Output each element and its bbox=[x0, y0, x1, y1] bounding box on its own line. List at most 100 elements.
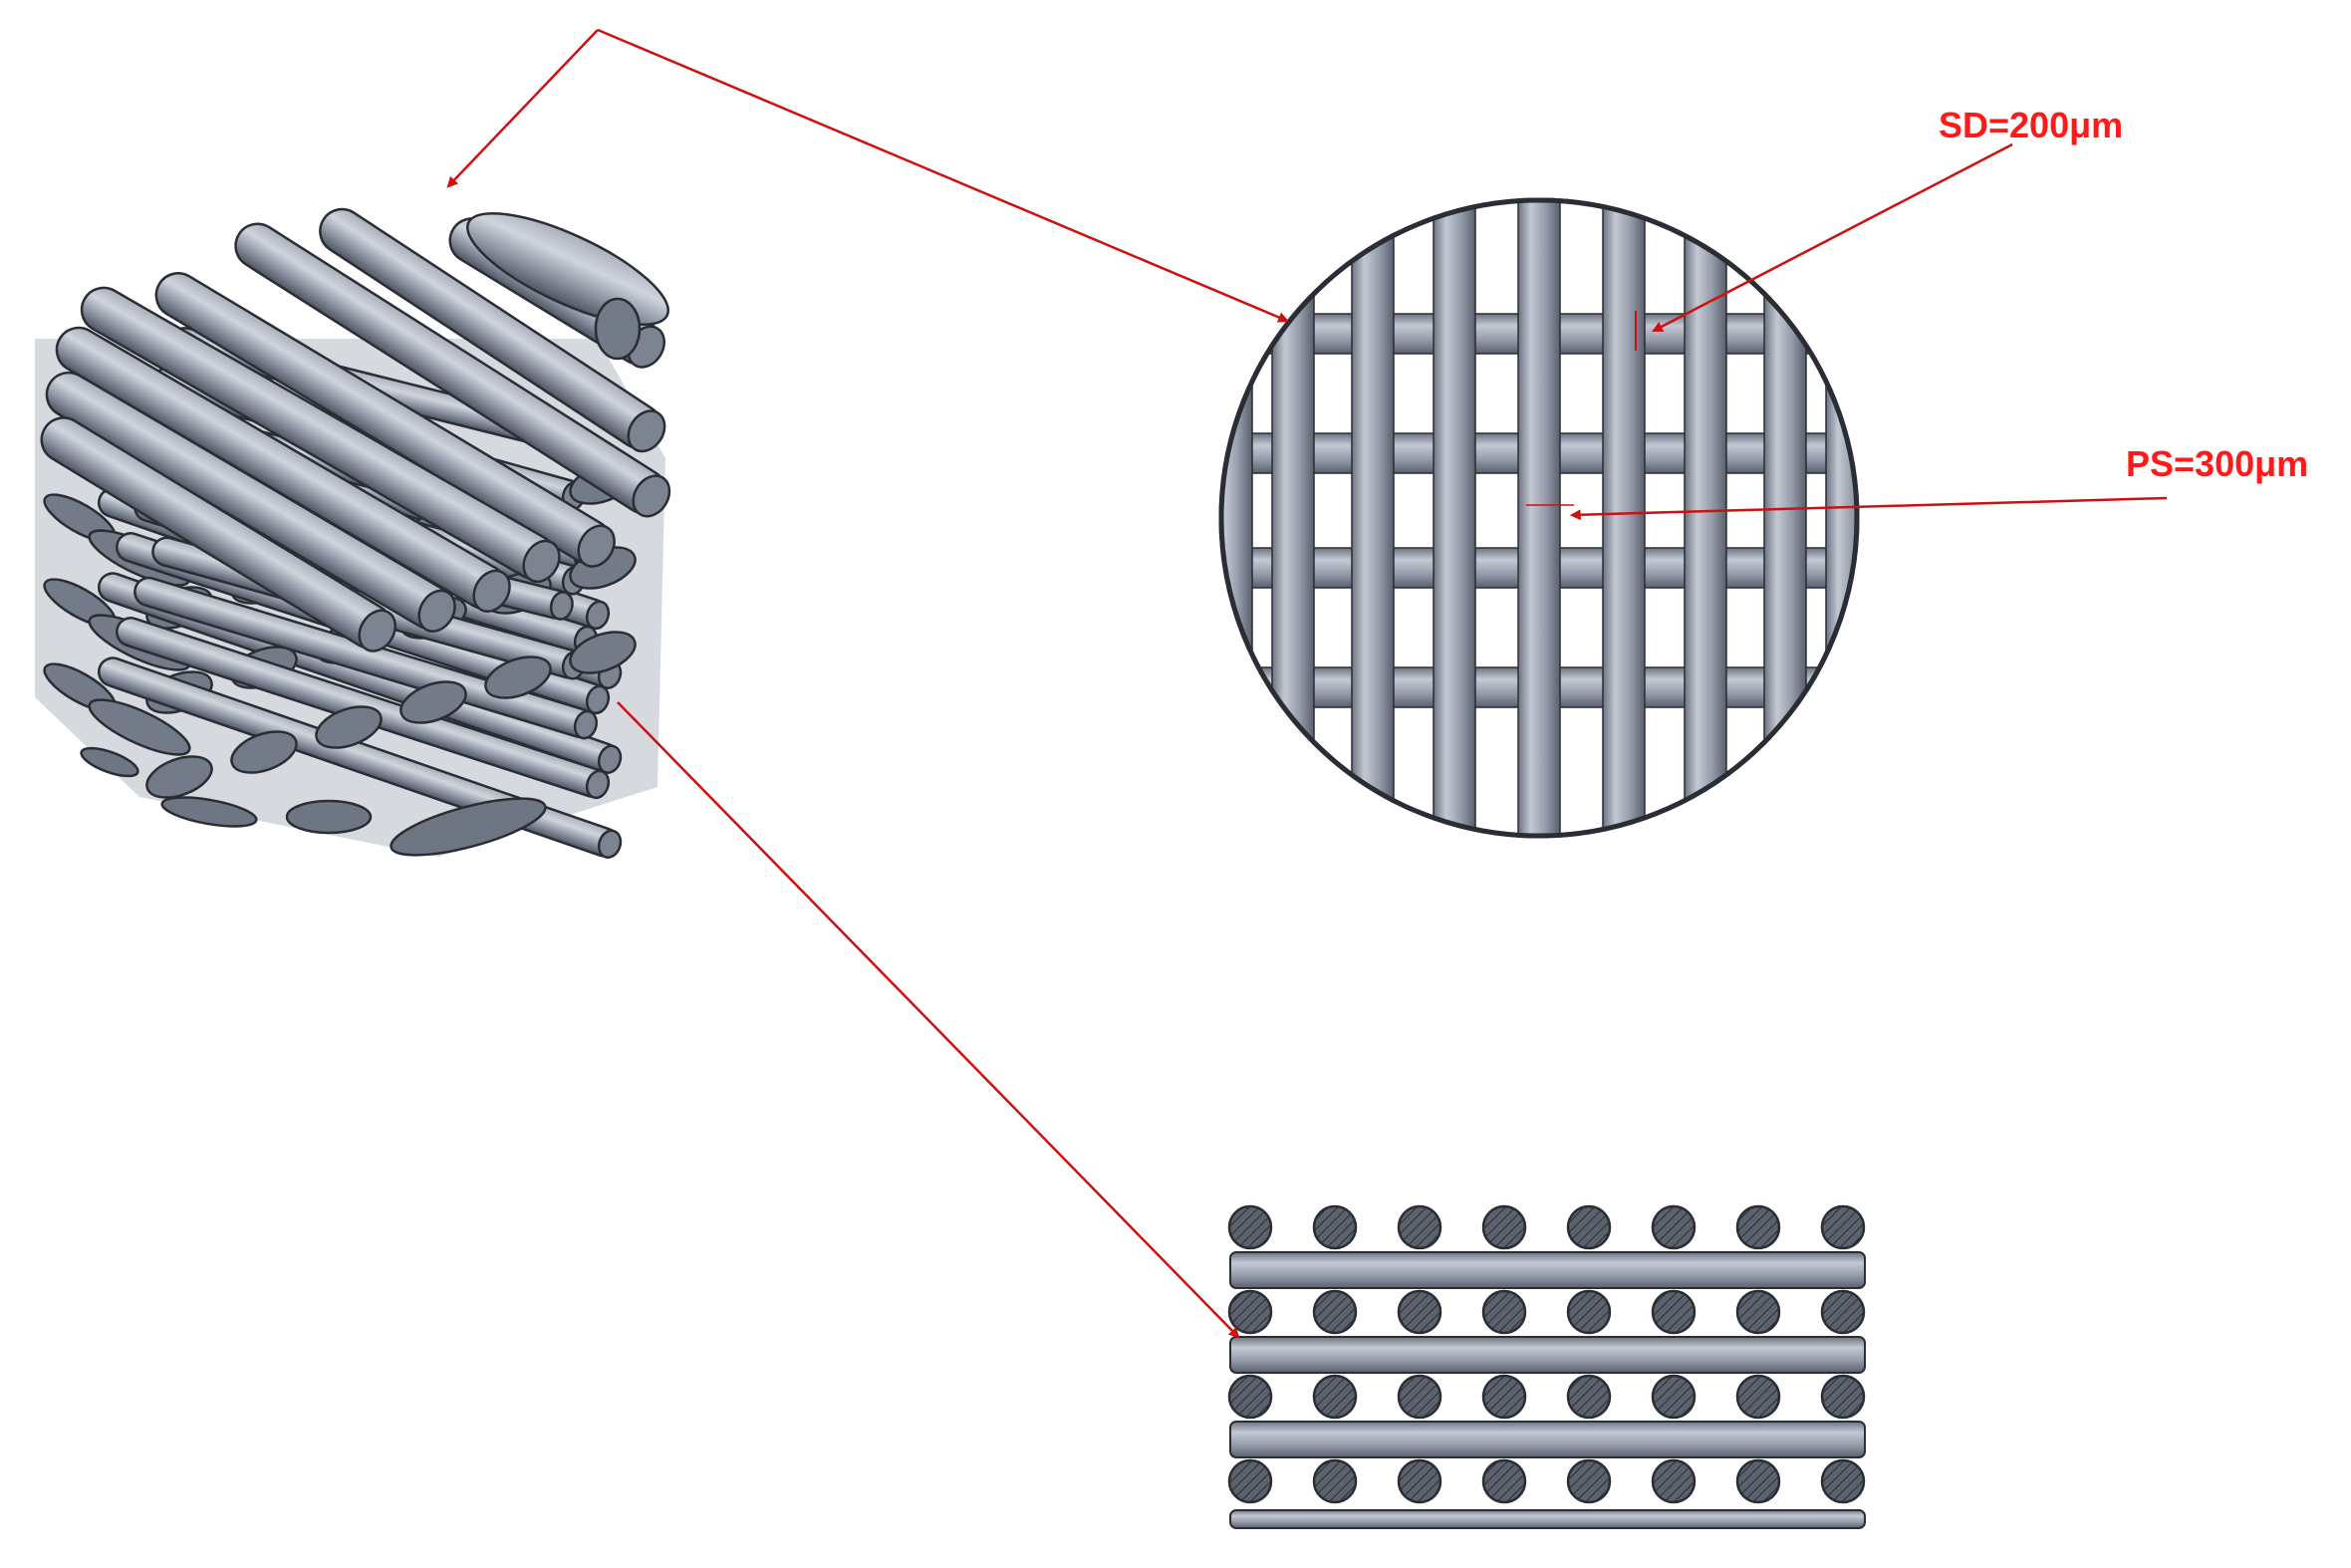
rod-body bbox=[234, 222, 671, 518]
side-view-strut-cross-section bbox=[1566, 1458, 1612, 1504]
side-view-strut-cross-section bbox=[1651, 1374, 1697, 1420]
side-view-strut-cross-section bbox=[1481, 1374, 1527, 1420]
side-view-strut-cross-section bbox=[1397, 1374, 1442, 1420]
side-view-strut-cross-section bbox=[1227, 1458, 1273, 1504]
rod-body bbox=[154, 272, 616, 568]
cross-section-disc bbox=[1735, 1374, 1781, 1420]
iso-layer-3-cap-5 bbox=[484, 655, 552, 699]
side-view-strut-cross-section bbox=[1566, 1204, 1612, 1250]
side-view-strut-cross-section bbox=[1651, 1289, 1697, 1335]
rod-body bbox=[40, 416, 396, 653]
top-view-vertical-strut-3 bbox=[1433, 200, 1476, 836]
rod-end-cap bbox=[627, 409, 666, 453]
sd-arrow bbox=[1652, 142, 2013, 333]
iso-top-rod-6 bbox=[45, 371, 456, 633]
side-view-strut-cross-section bbox=[1312, 1458, 1358, 1504]
side-view-strut-cross-section bbox=[1227, 1374, 1273, 1420]
rod-end-cap bbox=[358, 609, 396, 653]
scaffold-isometric-view bbox=[35, 207, 671, 859]
iso-top-rod-7 bbox=[40, 416, 396, 653]
cross-section-disc bbox=[1481, 1374, 1527, 1420]
side-view-horizontal-strut-3 bbox=[1229, 1421, 1866, 1458]
side-view-strut-cross-section bbox=[1566, 1289, 1612, 1335]
side-view-strut-cross-section bbox=[1735, 1374, 1781, 1420]
side-view-strut-cross-section bbox=[1481, 1204, 1527, 1250]
side-view-strut-cross-section bbox=[1735, 1204, 1781, 1250]
cross-section-disc bbox=[1312, 1289, 1358, 1335]
side-view-strut-cross-section bbox=[1820, 1289, 1866, 1335]
top-view-vertical-strut-6 bbox=[1684, 200, 1727, 836]
cross-section-disc bbox=[1735, 1204, 1781, 1250]
top-view-edge-strut-2 bbox=[1825, 200, 1857, 836]
cross-section-disc bbox=[1481, 1204, 1527, 1250]
cross-section-disc bbox=[1397, 1289, 1442, 1335]
side-view-strut-cross-section bbox=[1312, 1289, 1358, 1335]
rod-end-cap bbox=[577, 524, 616, 568]
arrow-to-isometric-view bbox=[446, 29, 599, 188]
iso-layer-3-cap-6 bbox=[569, 631, 637, 674]
side-view-strut-cross-section bbox=[1312, 1204, 1358, 1250]
side-view-strut-cross-section bbox=[1397, 1289, 1442, 1335]
cross-section-disc bbox=[1566, 1458, 1612, 1504]
side-view-strut-cross-section bbox=[1735, 1289, 1781, 1335]
iso-layer-3-cap-1 bbox=[145, 755, 213, 799]
cross-section-disc bbox=[1397, 1458, 1442, 1504]
arrow-to-top-view bbox=[597, 28, 1290, 323]
side-view-strut-cross-section bbox=[1735, 1458, 1781, 1504]
rod-end-cap bbox=[417, 589, 456, 633]
cross-section-disc bbox=[1312, 1204, 1358, 1250]
rod-end-cap bbox=[632, 474, 671, 518]
rod-body bbox=[80, 286, 561, 584]
top-view-disc-outline bbox=[1218, 197, 1860, 839]
iso-right-edge-cap bbox=[594, 297, 642, 361]
iso-layer-3-cap-4 bbox=[399, 680, 467, 724]
cross-section-disc bbox=[1820, 1204, 1866, 1250]
rod-body bbox=[319, 207, 666, 453]
top-view-vertical-strut-5 bbox=[1602, 200, 1646, 836]
top-view-vertical-strut-4 bbox=[1517, 200, 1561, 836]
cross-section-disc bbox=[1735, 1289, 1781, 1335]
cross-section-disc bbox=[1651, 1204, 1697, 1250]
cross-section-disc bbox=[1227, 1374, 1273, 1420]
cross-section-disc bbox=[1481, 1289, 1527, 1335]
iso-bottom-piece-1 bbox=[390, 797, 547, 857]
side-view-horizontal-strut-2 bbox=[1229, 1336, 1866, 1374]
rod-end-cap bbox=[573, 709, 599, 740]
cross-section-disc bbox=[1227, 1289, 1273, 1335]
ps-arrow bbox=[1569, 496, 2168, 521]
cross-section-disc bbox=[1651, 1289, 1697, 1335]
arrow-to-side-view bbox=[617, 701, 1240, 1339]
cross-section-disc bbox=[1566, 1204, 1612, 1250]
iso-top-rod-3 bbox=[154, 272, 616, 568]
side-view-strut-cross-section bbox=[1820, 1374, 1866, 1420]
arrows-layer bbox=[446, 28, 2168, 1339]
top-view-vertical-strut-7 bbox=[1763, 200, 1807, 836]
iso-top-rod-1 bbox=[234, 222, 671, 518]
iso-top-rod-2 bbox=[319, 207, 666, 453]
iso-layer-3-left-cap-2 bbox=[88, 698, 191, 756]
side-view-strut-cross-section bbox=[1820, 1458, 1866, 1504]
cross-section-disc bbox=[1566, 1289, 1612, 1335]
side-view-strut-cross-section bbox=[1651, 1204, 1697, 1250]
strut-diameter-label: SD=200μm bbox=[1939, 105, 2123, 145]
side-view-strut-cross-section bbox=[1651, 1458, 1697, 1504]
side-view-strut-cross-section bbox=[1397, 1204, 1442, 1250]
cross-section-disc bbox=[1481, 1458, 1527, 1504]
cross-section-disc bbox=[1651, 1458, 1697, 1504]
side-view-strut-cross-section bbox=[1481, 1458, 1527, 1504]
cross-section-disc bbox=[1820, 1374, 1866, 1420]
rod-end-cap bbox=[585, 769, 611, 800]
iso-bottom-piece-2 bbox=[160, 796, 258, 828]
rod-end-cap bbox=[522, 539, 561, 584]
rod-end-cap bbox=[472, 569, 511, 613]
cross-section-disc bbox=[1820, 1289, 1866, 1335]
scaffold-top-view bbox=[1218, 197, 1860, 839]
side-view-horizontal-strut-4 bbox=[1229, 1509, 1866, 1529]
top-view-vertical-strut-2 bbox=[1351, 200, 1395, 836]
top-view-vertical-strut-1 bbox=[1271, 200, 1315, 836]
pore-size-label: PS=300μm bbox=[2126, 443, 2308, 484]
rod-end-cap bbox=[549, 591, 574, 621]
rod-end-cap bbox=[597, 829, 623, 859]
scaffold-side-view bbox=[1227, 1204, 1866, 1529]
